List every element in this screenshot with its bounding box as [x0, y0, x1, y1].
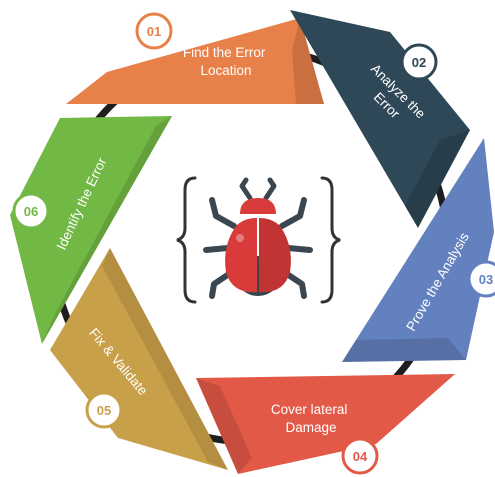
blade-06-fold: [42, 116, 172, 344]
step-01-number: 01: [147, 24, 161, 39]
blade-05-shape: [50, 248, 228, 470]
step-01-label: Find the Error Location: [183, 45, 269, 78]
step-04-label: Cover lateral Damage: [271, 402, 351, 435]
step-04-label-line-2: Damage: [285, 420, 336, 435]
step-blade-01: [66, 18, 324, 104]
step-blade-03: [342, 138, 494, 362]
bug-icon: [203, 177, 313, 299]
blade-02-fold: [405, 130, 470, 228]
left-brace-icon: [176, 176, 197, 304]
step-04-number: 04: [353, 449, 368, 464]
step-04-badge-circle: [341, 437, 379, 475]
step-02-badge: 02: [400, 43, 438, 81]
step-01-label-line-2: Location: [200, 63, 251, 78]
step-06-badge: 06: [12, 192, 50, 230]
blade-05-fold: [102, 248, 228, 470]
blade-04-fold: [196, 378, 252, 474]
step-02-number: 02: [412, 55, 426, 70]
step-03-badge-circle: [467, 260, 495, 298]
step-05-number: 05: [97, 403, 111, 418]
step-05-badge-circle: [85, 391, 123, 429]
right-brace-icon: [320, 176, 341, 304]
step-01-badge-circle: [135, 12, 173, 50]
step-06-number: 06: [24, 204, 38, 219]
step-blade-04: [196, 374, 455, 474]
step-05-badge: 05: [85, 391, 123, 429]
step-blade-02: [290, 10, 470, 228]
step-01-badge: 01: [135, 12, 173, 50]
blade-06-shape: [10, 116, 172, 344]
step-04-label-line-1: Cover lateral: [271, 402, 348, 417]
step-blade-06: [10, 116, 172, 344]
blade-03-shape: [342, 138, 494, 362]
blade-04-shape: [196, 374, 455, 474]
blade-01-fold: [292, 18, 324, 104]
center-bug-illustration: [176, 176, 341, 304]
blade-02-shape: [290, 10, 470, 228]
step-06-badge-circle: [12, 192, 50, 230]
step-03-number: 03: [479, 272, 493, 287]
step-blade-05: [50, 248, 228, 470]
step-02-badge-circle: [400, 43, 438, 81]
step-01-label-line-1: Find the Error: [183, 45, 266, 60]
step-04-badge: 04: [341, 437, 379, 475]
blade-03-fold: [342, 338, 466, 362]
blade-01-shape: [66, 18, 324, 104]
step-03-badge: 03: [467, 260, 495, 298]
